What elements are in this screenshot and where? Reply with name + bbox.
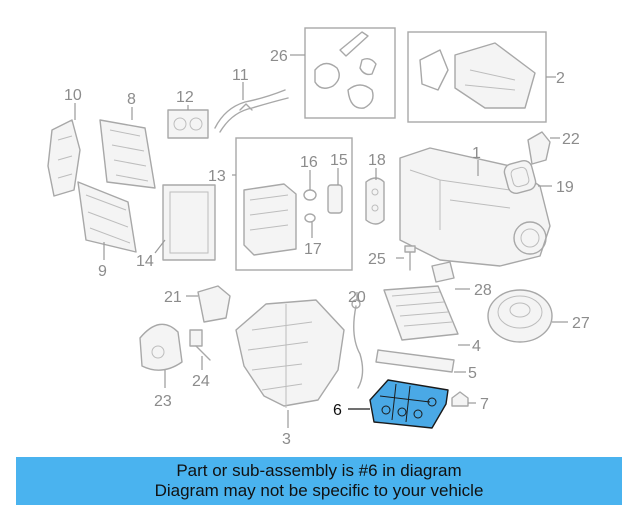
info-banner: Part or sub-assembly is #6 in diagram Di…: [16, 457, 622, 505]
part-28: [431, 261, 470, 290]
callout-7: 7: [480, 396, 489, 413]
callout-19: 19: [556, 179, 574, 196]
callout-1: 1: [472, 145, 481, 162]
part-20: [351, 292, 364, 389]
part-11: [214, 82, 289, 133]
callout-15: 15: [330, 152, 348, 169]
banner-line-disclaimer: Diagram may not be specific to your vehi…: [154, 481, 484, 500]
callout-21: 21: [164, 289, 182, 306]
part-4-filter: [383, 285, 470, 346]
callout-6-highlighted: 6: [333, 402, 342, 419]
callout-16: 16: [300, 154, 318, 171]
part-2-assembly: [407, 31, 556, 123]
callout-4: 4: [472, 338, 481, 355]
part-6-highlighted: [348, 379, 449, 429]
callout-8: 8: [127, 91, 136, 108]
callout-5: 5: [468, 365, 477, 382]
callout-24: 24: [192, 373, 210, 390]
part-21: [186, 285, 231, 323]
part-14: [154, 184, 216, 261]
part-22: [527, 131, 560, 165]
callout-28: 28: [474, 282, 492, 299]
part-23: [139, 323, 183, 388]
part-26-assembly: [290, 27, 396, 119]
callout-20: 20: [348, 289, 366, 306]
callout-26: 26: [270, 48, 288, 65]
part-27-blower-motor: [487, 289, 568, 343]
callout-13: 13: [208, 168, 226, 185]
part-24: [189, 329, 211, 370]
part-9: [77, 181, 137, 260]
callout-14: 14: [136, 253, 154, 270]
callout-12: 12: [176, 89, 194, 106]
callout-23: 23: [154, 393, 172, 410]
callout-2: 2: [556, 70, 565, 87]
callout-27: 27: [572, 315, 590, 332]
part-5: [375, 349, 466, 373]
callout-25: 25: [368, 251, 386, 268]
part-12: [167, 105, 209, 139]
part-18: [365, 168, 385, 225]
part-8: [99, 107, 156, 189]
callout-18: 18: [368, 152, 386, 169]
callout-3: 3: [282, 431, 291, 448]
part-19: [503, 159, 552, 195]
part-10: [47, 103, 81, 197]
callout-9: 9: [98, 263, 107, 280]
part-7: [451, 391, 476, 407]
parts-diagram: 1 2 3 4 5 6 7 8 9 10 11 12 13 14 15 16 1…: [47, 27, 590, 448]
part-25: [396, 245, 416, 271]
part-13-assembly: [232, 137, 353, 271]
part-3-housing: [235, 299, 345, 428]
callout-10: 10: [64, 87, 82, 104]
callout-11: 11: [232, 67, 249, 84]
banner-line-part-number: Part or sub-assembly is #6 in diagram: [176, 461, 462, 480]
callout-17: 17: [304, 241, 322, 258]
callout-22: 22: [562, 131, 580, 148]
